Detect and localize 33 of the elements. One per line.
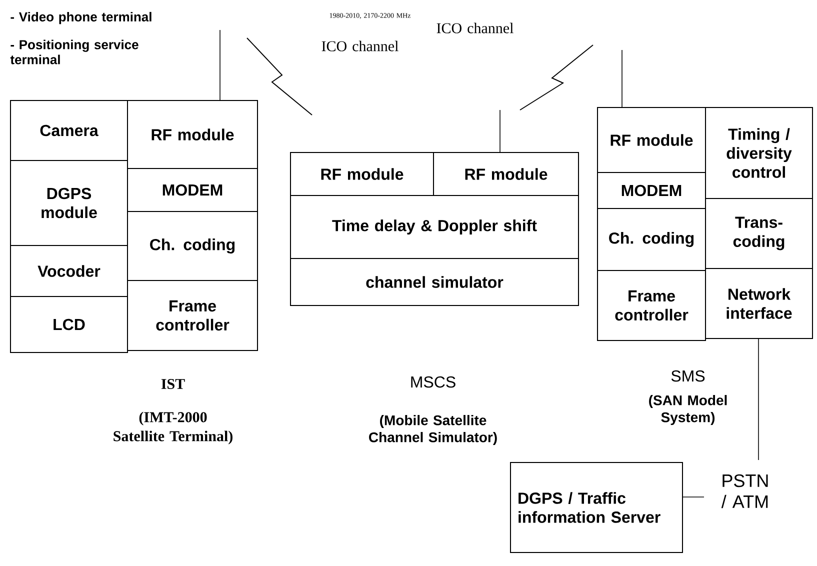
- module-box: MODEM: [597, 172, 706, 209]
- module-box: RF module: [433, 152, 579, 196]
- module-box: Network interface: [705, 268, 813, 339]
- bullet-item: - Video phone terminal: [10, 12, 152, 24]
- module-box: Ch. coding: [597, 208, 706, 271]
- system-label: (IMT-2000 Satellite Terminal): [114, 412, 232, 444]
- module-box: Frame controller: [127, 280, 258, 351]
- system-label: IST: [161, 378, 185, 390]
- module-box: RF module: [597, 107, 706, 173]
- bullet-item: - Positioning service terminal: [10, 40, 138, 64]
- module-box: Timing / diversity control: [705, 107, 813, 199]
- module-box: Ch. coding: [127, 211, 258, 281]
- module-box: Time delay & Doppler shift: [290, 195, 579, 259]
- link-label: ICO channel: [322, 40, 398, 52]
- server-box: DGPS / Traffic information Server: [510, 462, 683, 553]
- connector-line: [682, 496, 704, 498]
- system-label: (SAN Model System): [649, 394, 727, 426]
- module-box: Frame controller: [597, 270, 706, 341]
- system-label: (Mobile Satellite Channel Simulator): [369, 414, 497, 446]
- module-box: Vocoder: [10, 245, 128, 297]
- module-box: DGPS module: [10, 160, 128, 246]
- link-label: ICO channel: [436, 22, 514, 34]
- module-box: Trans-coding: [705, 198, 813, 269]
- system-label: MSCS: [411, 376, 456, 388]
- module-box: Camera: [10, 100, 128, 161]
- connector-line: [758, 338, 759, 460]
- system-label: SMS: [671, 370, 705, 382]
- module-box: LCD: [10, 296, 128, 353]
- module-box: channel simulator: [290, 258, 579, 306]
- module-box: RF module: [290, 152, 434, 196]
- network-label: PSTN / ATM: [721, 474, 768, 508]
- module-box: RF module: [127, 100, 258, 169]
- module-box: MODEM: [127, 168, 258, 212]
